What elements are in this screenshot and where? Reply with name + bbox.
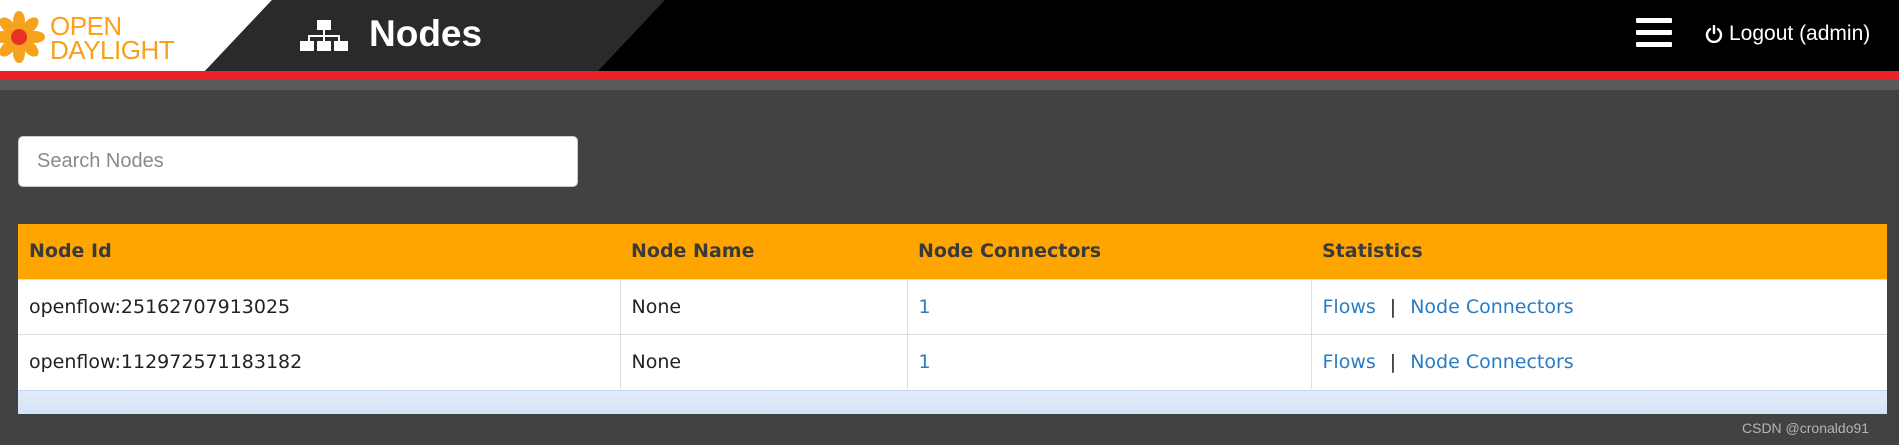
node-id-cell: openflow:25162707913025 [18,279,621,334]
table-row: openflow:25162707913025 None 1 Flows | Nod… [18,279,1887,334]
table-header-row: Node Id Node Name Node Connectors Statis… [18,224,1887,279]
topology-icon [300,20,348,51]
logo-line1: OPEN [50,11,122,41]
flows-link[interactable]: Flows [1322,350,1376,373]
logout-button[interactable]: Logout (admin) [1705,22,1870,46]
link-separator: | [1389,295,1397,318]
hamburger-menu-icon[interactable] [1636,18,1672,50]
node-connectors-cell: 1 [907,334,1312,389]
logout-label: Logout (admin) [1729,22,1871,45]
watermark: CSDN @cronaldo91 [1742,420,1870,436]
flows-link[interactable]: Flows [1322,295,1376,318]
node-connectors-count-link[interactable]: 1 [918,295,931,318]
node-name-cell: None [620,279,908,334]
node-connectors-link[interactable]: Node Connectors [1410,295,1574,318]
table-row: openflow:112972571183182 None 1 Flows | No… [18,334,1887,389]
link-separator: | [1389,350,1397,373]
power-icon [1705,25,1723,43]
table-footer [18,390,1887,414]
statistics-cell: Flows | Node Connectors [1311,279,1887,334]
node-connectors-count-link[interactable]: 1 [918,350,931,373]
column-node-id[interactable]: Node Id [29,240,112,263]
top-navbar: OPEN DAYLIGHT Nodes Logout (admin) [0,0,1899,71]
logo-panel[interactable]: OPEN DAYLIGHT [0,0,272,71]
statistics-cell: Flows | Node Connectors [1311,334,1887,389]
search-input[interactable] [18,136,578,187]
column-node-connectors[interactable]: Node Connectors [918,240,1102,263]
opendaylight-sun-icon [0,11,45,63]
node-connectors-link[interactable]: Node Connectors [1410,350,1574,373]
logo-wordmark: OPEN DAYLIGHT [50,11,175,65]
logo-line2: DAYLIGHT [50,35,175,65]
title-panel [205,0,665,71]
page-title: Nodes [369,13,483,54]
node-connectors-cell: 1 [907,279,1312,334]
header-divider [0,80,1899,90]
node-name-cell: None [620,334,908,389]
node-id-cell: openflow:112972571183182 [18,334,621,389]
header-accent-bar [0,71,1899,80]
column-statistics[interactable]: Statistics [1322,240,1423,263]
column-node-name[interactable]: Node Name [631,240,755,263]
nodes-table: Node Id Node Name Node Connectors Statis… [18,224,1887,414]
